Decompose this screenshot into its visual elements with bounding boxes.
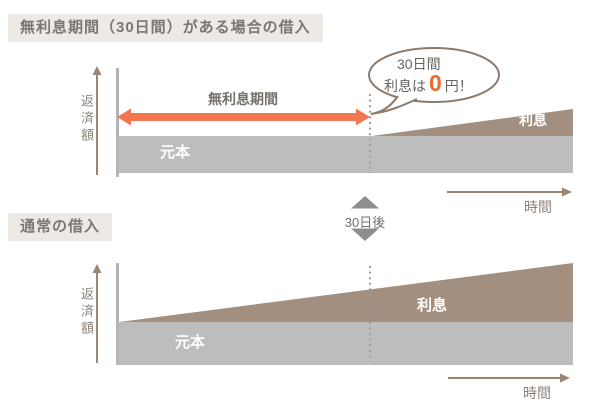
bubble-line1: 30日間 — [397, 56, 441, 72]
triangle-down-icon — [351, 228, 379, 241]
top-x-axis-label: 時間 — [524, 199, 552, 215]
top-time-axis-arrow-icon — [562, 187, 572, 197]
bottom-chart-left-border — [116, 263, 119, 365]
bottom-interest-area — [119, 263, 573, 322]
bottom-y-axis-label: 返済額 — [79, 287, 94, 338]
top-principal-label: 元本 — [159, 144, 190, 161]
interest-free-arrow-right-icon — [356, 108, 370, 126]
bubble-zero-amount: 0 — [429, 70, 442, 96]
top-interest-area — [372, 109, 573, 136]
bottom-x-axis-label: 時間 — [523, 385, 551, 401]
top-principal-area — [119, 136, 573, 173]
top-section-title: 無利息期間（30日間）がある場合の借入 — [8, 14, 323, 42]
bottom-interest-label: 利息 — [416, 297, 447, 314]
speech-bubble — [368, 47, 500, 103]
after-30-days-label: 30日後 — [344, 215, 386, 230]
top-y-axis-label: 返済額 — [79, 94, 94, 145]
top-y-axis-arrow-icon — [92, 66, 102, 75]
interest-free-arrow-left-icon — [117, 108, 131, 126]
speech-bubble-tail — [371, 96, 417, 114]
bottom-time-axis-arrow-icon — [560, 373, 570, 383]
bottom-principal-area — [119, 322, 573, 365]
speech-bubble-tail-edge-right — [370, 98, 418, 115]
triangle-up-icon — [351, 196, 379, 209]
interest-free-arrow-body — [129, 113, 358, 121]
bubble-line2-suffix: 円！ — [444, 78, 473, 94]
top-interest-label: 利息 — [519, 112, 547, 128]
bottom-y-axis-arrow-icon — [92, 264, 102, 273]
top-chart-left-border — [116, 68, 119, 177]
bubble-line2-prefix: 利息は — [384, 78, 426, 94]
interest-free-period-label: 無利息期間 — [208, 91, 278, 107]
bottom-principal-label: 元本 — [174, 334, 205, 351]
bottom-section-title: 通常の借入 — [8, 213, 113, 241]
